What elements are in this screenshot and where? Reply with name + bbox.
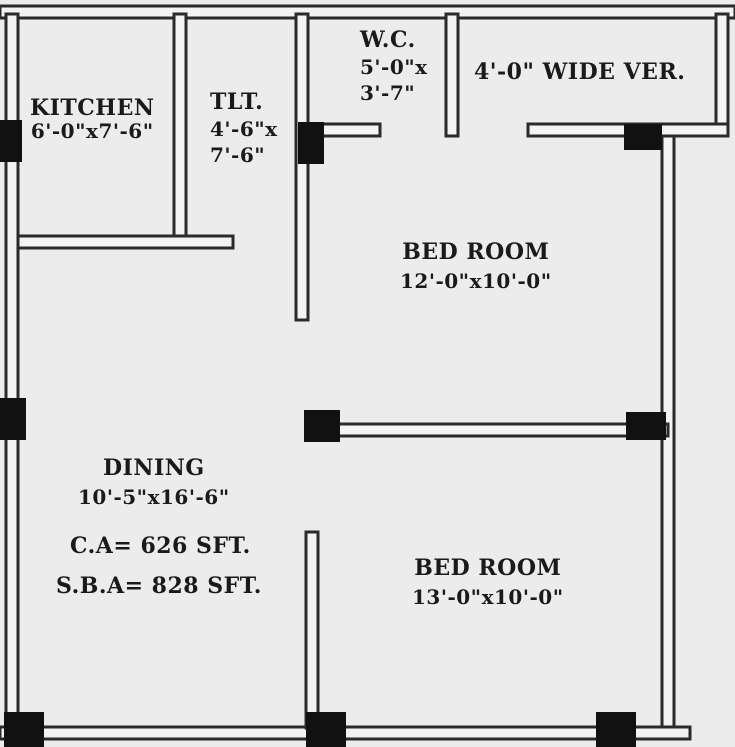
- kitchen-dim: 6'-0"x7'-6": [30, 119, 154, 144]
- dining-dim: 10'-5"x16'-6": [78, 485, 230, 510]
- column-bed-divider-left: [304, 410, 340, 442]
- wall-right-verandah: [714, 12, 730, 134]
- toilet-dim1: 4'-6"x: [210, 117, 278, 142]
- column-kitchen: [0, 120, 22, 162]
- column-bottom-mid: [306, 712, 346, 747]
- column-toilet: [298, 122, 324, 164]
- column-left-mid: [0, 398, 26, 440]
- bedroom1-label: BED ROOM 12'-0"x10'-0": [400, 240, 552, 292]
- bedroom2-name: BED ROOM: [414, 555, 562, 581]
- dining-name: DINING: [102, 455, 205, 481]
- wall-toilet-right: [294, 12, 310, 322]
- column-bed-divider-right: [626, 412, 666, 440]
- super-built-area: S.B.A= 828 SFT.: [56, 573, 262, 599]
- carpet-area: C.A= 626 SFT.: [70, 533, 251, 559]
- wall-bedroom-divider: [304, 422, 670, 438]
- kitchen-name: KITCHEN: [30, 95, 155, 121]
- wall-kitchen-right: [172, 12, 188, 246]
- wall-top: [0, 4, 735, 20]
- toilet-name: TLT.: [210, 89, 264, 115]
- bedroom2-label: BED ROOM 13'-0"x10'-0": [412, 556, 564, 608]
- bedroom1-name: BED ROOM: [402, 239, 550, 265]
- bedroom2-dim: 13'-0"x10'-0": [412, 585, 564, 610]
- wc-dim2: 3'-7": [360, 81, 416, 106]
- column-bottom-right: [596, 712, 636, 747]
- toilet-dim2: 7'-6": [210, 143, 266, 168]
- dining-label: DINING 10'-5"x16'-6": [78, 456, 230, 508]
- verandah-label: 4'-0" WIDE VER.: [474, 60, 685, 84]
- wall-kitchen-bottom: [16, 234, 235, 250]
- wc-label: W.C. 5'-0"x 3'-7": [360, 28, 428, 104]
- column-verandah: [624, 124, 662, 150]
- wall-wc-right: [444, 12, 460, 138]
- kitchen-label: KITCHEN 6'-0"x7'-6": [30, 96, 154, 142]
- verandah-name: 4'-0" WIDE VER.: [474, 59, 686, 85]
- column-bottom-left: [4, 712, 44, 747]
- bedroom1-dim: 12'-0"x10'-0": [400, 269, 552, 294]
- wc-name: W.C.: [360, 27, 416, 53]
- wall-bedroom2-left: [304, 530, 320, 730]
- wc-dim1: 5'-0"x: [360, 55, 428, 80]
- toilet-label: TLT. 4'-6"x 7'-6": [210, 90, 278, 166]
